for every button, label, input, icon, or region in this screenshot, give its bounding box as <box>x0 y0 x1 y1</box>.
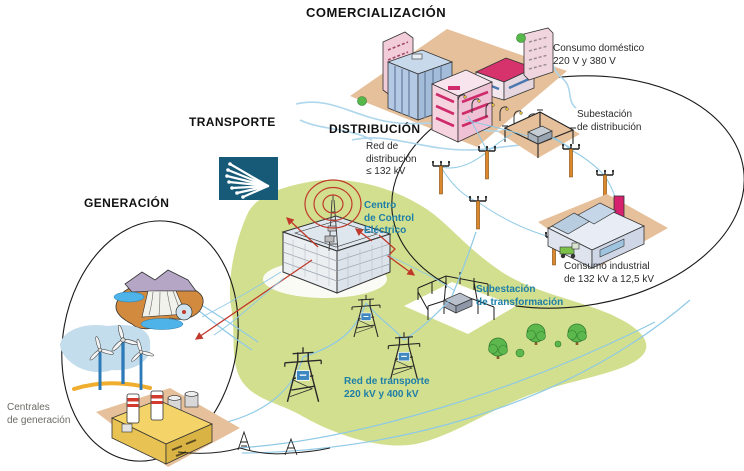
label-red-distribucion: Red de distribución ≤ 132 kV <box>366 141 417 177</box>
bush-icon <box>554 340 562 348</box>
label-centrales-generacion: Centrales de generación <box>7 402 71 426</box>
plant-outgoing-wires <box>177 430 331 456</box>
bush-icon <box>515 348 525 358</box>
label-consumo-domestico: Consumo doméstico 220 V y 380 V <box>553 43 645 67</box>
building-pink-small <box>523 27 554 81</box>
transformation-substation-illustration <box>404 272 587 360</box>
city-tree-icon <box>357 33 526 106</box>
title-generacion: GENERACIÓN <box>84 196 170 210</box>
city-illustration <box>295 27 577 151</box>
utility-pole-icon <box>561 143 581 178</box>
telecom-links <box>201 253 456 336</box>
distribution-network <box>431 115 618 266</box>
generation-boundary-ellipse <box>61 220 239 462</box>
transformer-icon <box>527 125 553 145</box>
label-subestacion-distribucion: Subestación de distribución <box>577 109 642 133</box>
hydro-dam-illustration <box>113 269 204 330</box>
utility-pole-icon <box>468 195 488 230</box>
title-transporte: TRANSPORTE <box>189 115 276 129</box>
building-blue-office <box>386 49 454 121</box>
radio-waves-icon <box>304 179 362 229</box>
title-distribucion: DISTRIBUCIÓN <box>329 122 421 136</box>
forklift-icon <box>559 242 580 259</box>
title-comercializacion: COMERCIALIZACIÓN <box>306 5 447 20</box>
ree-logo <box>219 157 278 200</box>
industrial-factory-illustration <box>538 194 668 269</box>
label-red-transporte: Red de transporte 220 kV y 400 kV <box>344 376 430 400</box>
label-centro-control: Centro de Control Eléctrico <box>364 200 414 236</box>
control-signal-arrows <box>194 217 416 340</box>
power-plant-illustration <box>96 388 331 467</box>
utility-pole-icon <box>477 145 497 180</box>
wind-farm-illustration <box>60 322 156 392</box>
distribution-substation-illustration <box>464 109 580 158</box>
plant-chimney-icon <box>150 390 164 421</box>
label-consumo-industrial: Consumo industrial de 132 kV a 12,5 kV <box>564 261 655 285</box>
label-subestacion-transformacion: Subestación de transformación <box>476 284 564 308</box>
plant-chimney-icon <box>126 393 140 424</box>
control-centre-illustration <box>263 179 392 298</box>
